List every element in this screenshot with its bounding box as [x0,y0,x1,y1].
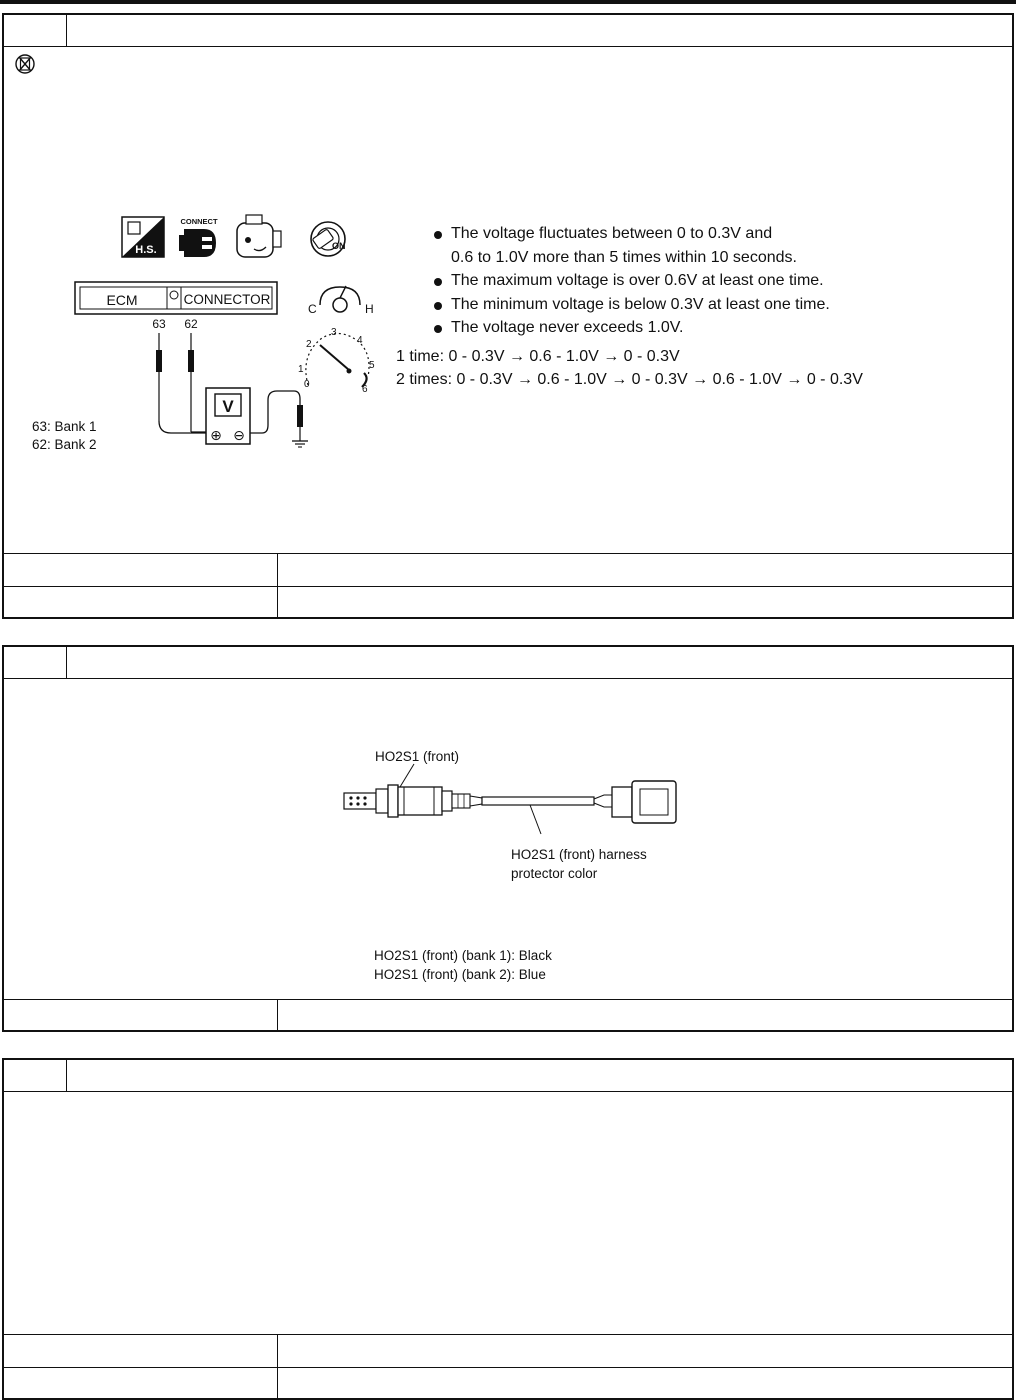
condition-item: The voltage fluctuates between 0 to 0.3V… [397,222,830,246]
svg-text:5: 5 [369,360,375,371]
sequence-two-times: 2 times: 0 - 0.3V → 0.6 - 1.0V → 0 - 0.3… [396,371,863,388]
result-row [4,999,1012,1030]
bank1-color-note: HO2S1 (front) (bank 1): Black [374,948,552,963]
svg-text:H: H [365,302,374,316]
svg-text:H.S.: H.S. [135,244,156,256]
sensor-label: HO2S1 (front) [375,749,460,764]
step-panel-harness-check: HO2S1 (front) HO2S1 (front) harness prot… [2,645,1014,1032]
result-label-cell [4,1368,278,1398]
svg-text:V: V [222,397,234,416]
svg-text:6: 6 [362,384,368,395]
probe-wires [156,333,308,448]
step-header [4,1060,1012,1092]
step-number-cell [4,1060,67,1091]
ecm-voltage-diagram: H.S. CONNECT ON [32,214,375,452]
result-row-ng [4,586,1012,617]
svg-text:62: Bank 2: 62: Bank 2 [32,437,97,452]
no-tools-icon [15,54,35,74]
voltmeter: V ⊕ ⊖ [205,387,251,445]
tachometer-icon: 0 1 2 3 4 5 6 [298,327,375,395]
ecm-connector-block: ECM CONNECTOR [74,281,278,315]
svg-text:3: 3 [331,327,337,338]
svg-text:⊖: ⊖ [233,427,245,443]
harness-color-label-line-2: protector color [511,866,598,881]
step-panel-voltage-check: H.S. CONNECT ON [2,13,1014,619]
result-row-ok [4,553,1012,586]
condition-item: The maximum voltage is over 0.6V at leas… [397,269,830,293]
condition-item: The voltage never exceeds 1.0V. [397,316,830,340]
svg-text:C: C [308,302,317,316]
connector-icon: CONNECT [179,217,218,257]
step-header [4,647,1012,679]
svg-text:0: 0 [304,379,310,390]
result-label-cell [4,554,278,586]
voltage-conditions-list: The voltage fluctuates between 0 to 0.3V… [397,222,830,340]
svg-text:⊕: ⊕ [210,427,222,443]
result-label-cell [4,1000,278,1030]
harness-color-label-line-1: HO2S1 (front) harness [511,847,647,862]
sequence-one-time: 1 time: 0 - 0.3V → 0.6 - 1.0V → 0 - 0.3V [396,348,680,365]
svg-text:4: 4 [357,335,363,346]
result-row-ng [4,1367,1012,1398]
ho2s1-sensor-illustration [343,763,677,835]
hot-soak-icon: H.S. [121,216,165,258]
result-label-cell [4,1335,278,1367]
svg-text:ON: ON [332,241,346,251]
ignition-on-icon: ON [310,221,346,257]
svg-text:CONNECT: CONNECT [180,217,218,226]
step-number-cell [4,647,67,678]
svg-text:62: 62 [184,317,198,331]
svg-text:ECM: ECM [106,292,137,308]
condition-item: The minimum voltage is below 0.3V at lea… [397,293,830,317]
page-top-rule [0,0,1016,4]
step-panel-3 [2,1058,1014,1400]
step-header [4,15,1012,47]
svg-text:63: 63 [152,317,166,331]
voltage-sequence: 1 time: 0 - 0.3V → 0.6 - 1.0V → 0 - 0.3V… [396,345,863,391]
engine-running-icon [236,214,282,258]
svg-text:1: 1 [298,364,304,375]
svg-text:2: 2 [306,339,312,350]
temperature-gauge-icon: C H [308,285,374,316]
result-label-cell [4,587,278,617]
svg-text:CONNECTOR: CONNECTOR [184,292,271,307]
bank2-color-note: HO2S1 (front) (bank 2): Blue [374,967,546,982]
step-number-cell [4,15,67,46]
condition-item-continued: 0.6 to 1.0V more than 5 times within 10 … [451,248,797,266]
svg-text:63: Bank 1: 63: Bank 1 [32,419,97,434]
result-row-ok [4,1334,1012,1367]
